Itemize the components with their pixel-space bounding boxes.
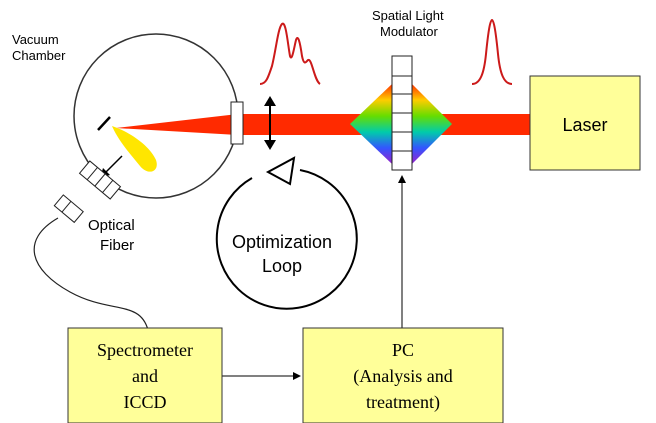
spectrometer-label-line1: Spectrometer bbox=[97, 340, 193, 360]
pc-label-line2: (Analysis and bbox=[353, 366, 452, 387]
optical-fiber-label-line1: Optical bbox=[88, 217, 135, 234]
shaped-pulse-waveform bbox=[259, 22, 321, 85]
target-icon bbox=[97, 116, 111, 131]
lens-icon bbox=[264, 96, 276, 150]
slm-pixel-array bbox=[391, 55, 413, 171]
laser-beam-focused bbox=[116, 114, 238, 135]
pc-label-line3: treatment) bbox=[366, 392, 440, 413]
spectrometer-label-line2: and bbox=[132, 366, 158, 386]
pc-label-line1: PC bbox=[392, 340, 414, 360]
emission-arrow bbox=[105, 155, 123, 173]
vacuum-chamber-label-line1: Vacuum bbox=[12, 32, 59, 47]
laser-box bbox=[529, 75, 641, 171]
optimization-loop-label-line1: Optimization bbox=[232, 232, 332, 252]
spectrometer-label-line3: ICCD bbox=[123, 392, 166, 412]
chamber-window bbox=[230, 101, 244, 145]
laser-label: Laser bbox=[562, 115, 607, 135]
vacuum-chamber-label-line2: Chamber bbox=[12, 48, 66, 63]
pc-box bbox=[302, 327, 504, 423]
optical-fiber-label-line2: Fiber bbox=[100, 237, 134, 254]
plasma-plume bbox=[112, 126, 157, 172]
optimization-loop bbox=[215, 169, 358, 310]
loop-arrowhead-icon bbox=[265, 156, 296, 186]
optimization-loop-label-line2: Loop bbox=[262, 256, 302, 276]
input-pulse-waveform bbox=[471, 18, 513, 85]
fiber-connector bbox=[53, 194, 84, 224]
optical-fiber bbox=[33, 217, 149, 331]
spectrometer-box bbox=[67, 327, 223, 423]
slm-label-line2: Modulator bbox=[380, 24, 438, 39]
slm-label-line1: Spatial Light bbox=[372, 8, 444, 23]
fiber-collector bbox=[78, 160, 122, 200]
